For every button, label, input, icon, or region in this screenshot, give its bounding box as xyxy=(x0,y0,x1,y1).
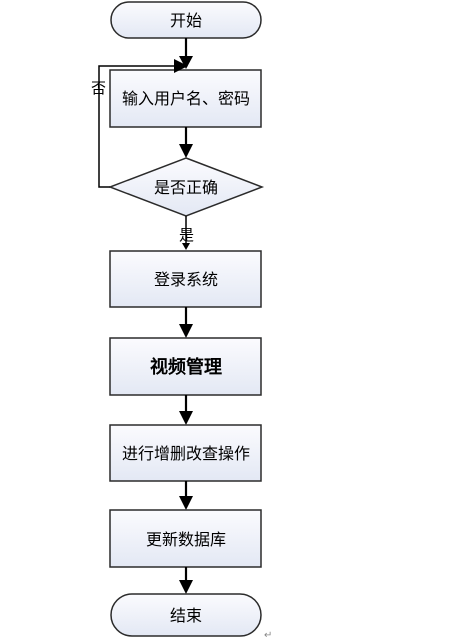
arrowhead xyxy=(179,56,193,69)
update-database-label: 更新数据库 xyxy=(146,530,226,549)
edge-yes-to-login: 是 xyxy=(179,216,194,250)
arrowhead xyxy=(179,411,193,425)
arrowhead xyxy=(179,144,193,158)
end-label: 结束 xyxy=(170,606,202,625)
login-label: 登录系统 xyxy=(154,270,218,289)
start-node: 开始 xyxy=(110,1,262,39)
arrowhead xyxy=(182,243,190,250)
arrowhead xyxy=(179,324,193,338)
arrowhead xyxy=(179,580,193,594)
update-database-node: 更新数据库 xyxy=(109,509,262,568)
paragraph-mark: ↵ xyxy=(264,630,272,641)
edge-no-loop: 否 xyxy=(91,59,188,188)
video-management-label: 视频管理 xyxy=(150,356,222,378)
edge-crud-to-update xyxy=(179,481,193,510)
edge-video-to-crud xyxy=(179,395,193,425)
no-branch-label: 否 xyxy=(91,79,106,97)
start-label: 开始 xyxy=(170,11,202,30)
end-node: 结束 xyxy=(110,593,262,637)
arrowhead xyxy=(174,59,188,73)
edge-login-to-video xyxy=(179,307,193,338)
login-node: 登录系统 xyxy=(109,250,262,308)
input-credentials-node: 输入用户名、密码 xyxy=(109,69,262,128)
yes-branch-label: 是 xyxy=(179,226,194,244)
decision-node: 是否正确 xyxy=(107,157,265,217)
arrowhead xyxy=(179,496,193,510)
crud-label: 进行增删改查操作 xyxy=(122,444,250,463)
video-management-node: 视频管理 xyxy=(109,337,262,396)
input-credentials-label: 输入用户名、密码 xyxy=(122,89,250,108)
edge-input-to-decision xyxy=(179,127,193,158)
edge-start-to-input xyxy=(179,38,193,69)
crud-node: 进行增删改查操作 xyxy=(109,424,262,482)
decision-label: 是否正确 xyxy=(154,178,218,197)
edge-update-to-end xyxy=(179,567,193,594)
